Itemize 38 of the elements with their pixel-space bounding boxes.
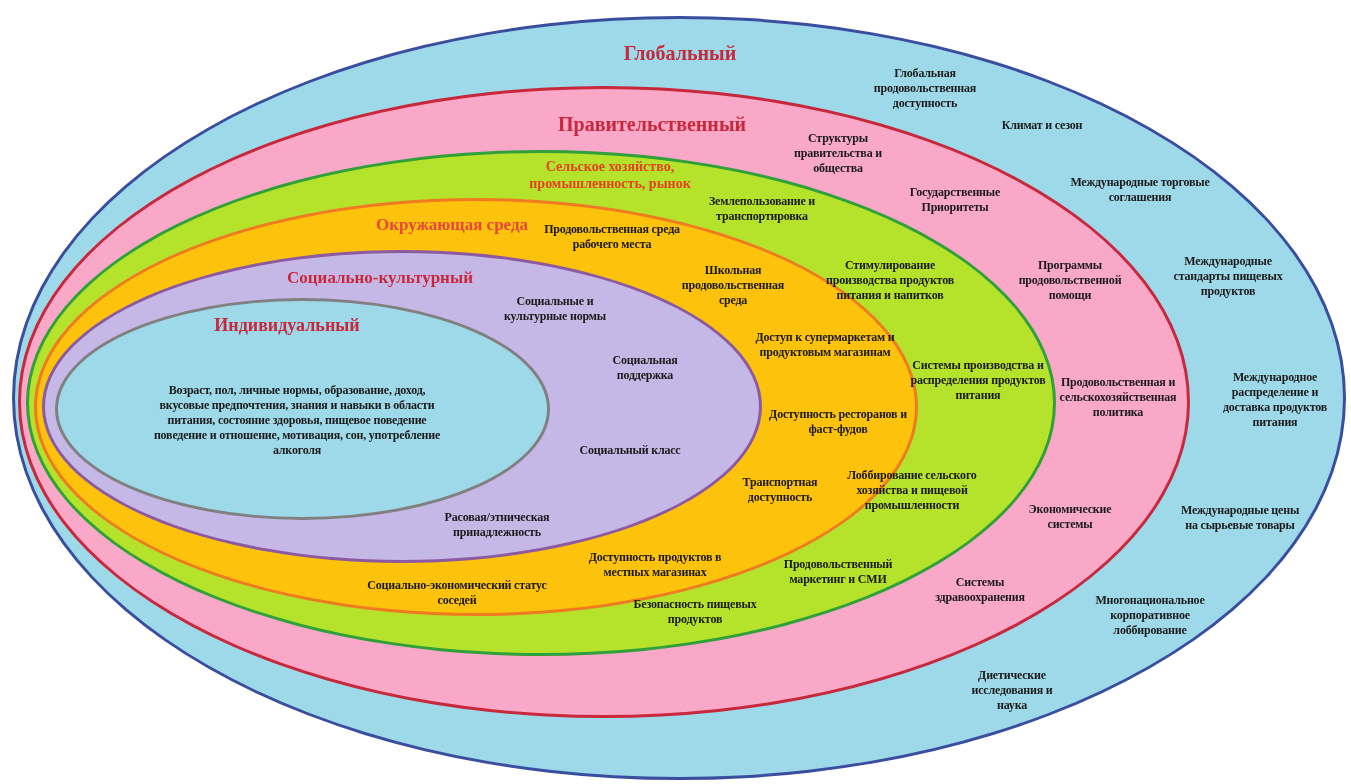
factor-label: Школьная продовольственная среда [680,262,786,308]
ring-heading: Индивидуальный [214,313,360,337]
factor-label: Диетические исследования и наука [970,667,1054,713]
ring-heading: Окружающая среда [375,214,529,237]
factor-label: Лоббирование сельского хозяйства и пищевой промышленности [846,467,978,513]
factor-label: Многонациональное корпоративное лоббирование [1094,592,1206,638]
factor-label: Глобальная продовольственная доступность [872,65,978,111]
factor-label: Безопасность пищевых продуктов [632,597,758,627]
ring-heading: Сельское хозяйство, промышленность, рынок [528,158,692,192]
factor-label: Доступность ресторанов и фаст-фудов [768,407,908,437]
factor-label: Землепользование и транспортировка [707,194,817,224]
factor-label: Социальный класс [579,442,681,458]
ring-heading: Глобальный [623,41,737,66]
factor-label: Климат и сезон [1001,117,1083,133]
factor-label: Доступность продуктов в местных магазинах [587,550,723,580]
factor-label: Международные торговые соглашения [1069,175,1211,205]
factor-label: Международные стандарты пищевых продуктов [1172,253,1284,299]
factor-label: Государственные Приоритеты [908,185,1002,215]
factor-label: Международные цены на сырьевые товары [1179,503,1301,533]
factor-label: Социальные и культурные нормы [503,294,607,324]
factor-label: Социально-экономический статус соседей [367,578,547,608]
factor-label: Системы здравоохранения [934,575,1026,605]
factor-label: Экономические системы [1027,502,1113,532]
factor-label: Международное распределение и доставка продуктов питания [1221,370,1329,430]
factor-label: Доступ к супермаркетам и продуктовым магазинам [754,330,896,360]
factor-label: Социальная поддержка [611,353,679,383]
factor-label: Структуры правительства и общества [793,130,883,176]
factor-label: Системы производства и распределения продуктов питания [909,357,1047,403]
factor-label: Расовая/этническая принадлежность [443,510,551,540]
factor-label: Транспортная доступность [741,475,819,505]
factor-description: Возраст, пол, личные нормы, образование, доход, вкусовые предпочтения, знания и навыки в области питания, состояние здоровья, пищевое поведение поведение и отношение, мотивация, сон, употребление алкоголя [152,382,442,458]
factor-label: Стимулирование производства продуктов питания и напитков [825,257,955,303]
factor-label: Продовольственная среда рабочего места [543,222,681,252]
factor-label: Продовольственная и сельскохозяйственная политика [1058,374,1178,420]
ring-heading: Социально-культурный [287,267,473,290]
factor-label: Продовольственный маркетинг и СМИ [782,557,894,587]
ring-heading: Правительственный [557,112,747,138]
factor-label: Программы продовольственной помощи [1017,257,1123,303]
